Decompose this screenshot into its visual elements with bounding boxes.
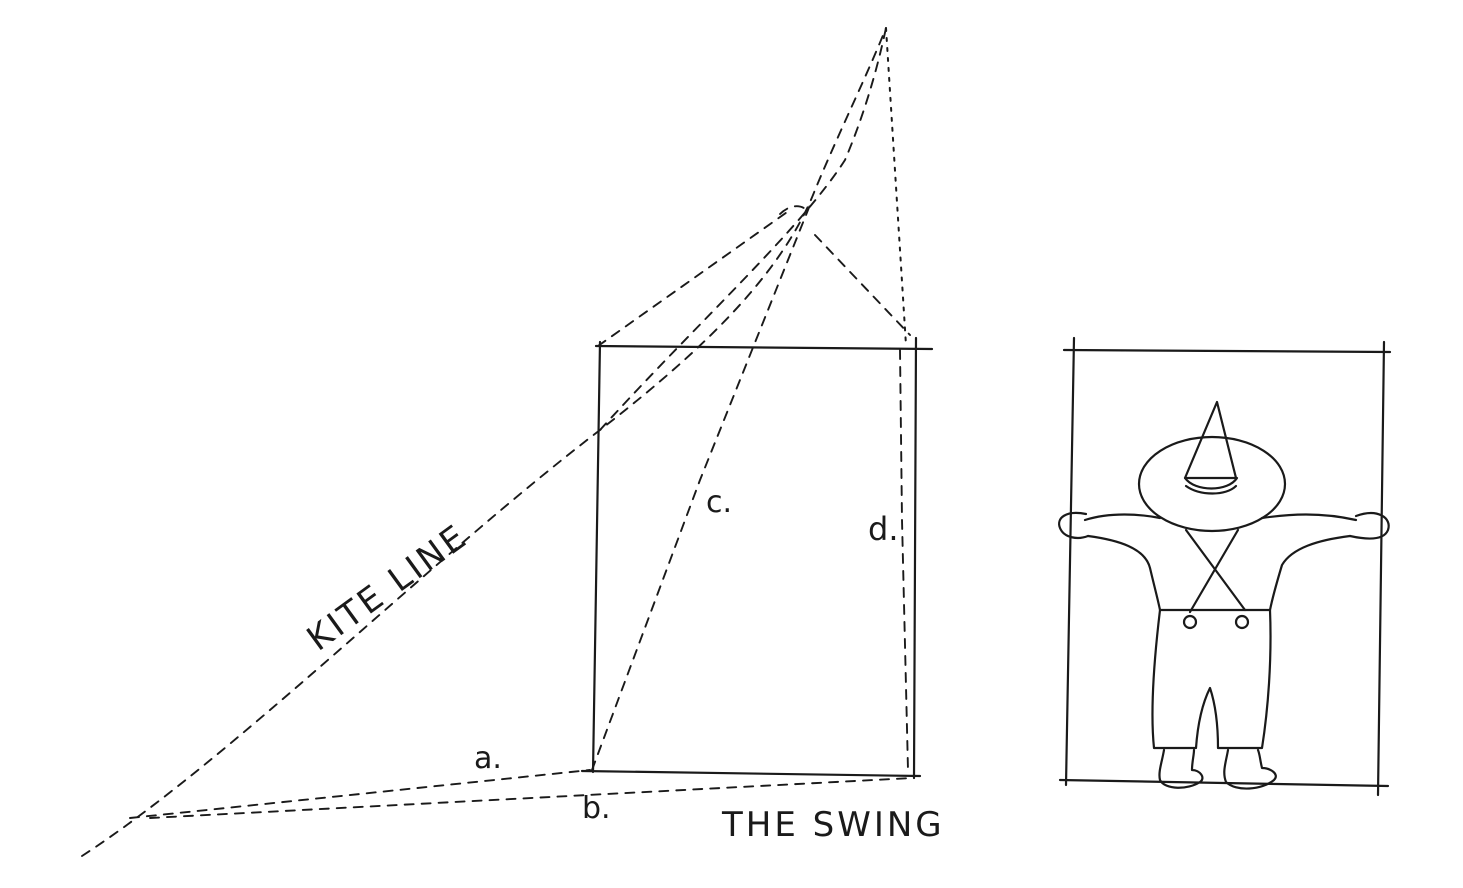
suspenders <box>1184 528 1247 614</box>
bridle-left <box>597 209 791 347</box>
frame-right <box>1376 340 1386 797</box>
line-c <box>591 199 813 771</box>
frame-bottom <box>1058 778 1390 788</box>
swing-top-bar <box>594 344 934 351</box>
label-c: c. <box>706 485 732 520</box>
right-hand <box>1348 512 1390 540</box>
swing-frame <box>580 336 934 780</box>
boy-frame <box>1058 336 1392 797</box>
left-hand <box>1058 511 1090 539</box>
frame-top <box>1062 348 1392 354</box>
label-d: d. <box>868 510 898 548</box>
left-foot <box>1158 748 1204 789</box>
hat-brim <box>1137 435 1287 533</box>
swing-right-post <box>912 336 918 780</box>
line-b <box>149 777 913 819</box>
boy-swing-figure <box>1058 336 1392 797</box>
right-foot <box>1223 748 1277 790</box>
hat-cone <box>1183 400 1238 480</box>
diagram-labels: KITE LINE THE SWING a. b. c. d. <box>300 485 945 845</box>
the-swing-label: THE SWING <box>721 805 945 845</box>
label-a: a. <box>474 741 502 776</box>
kite-line-curve-upper <box>599 27 887 431</box>
hat-band <box>1183 476 1239 495</box>
swing-left-post <box>591 340 602 774</box>
kite-line-label: KITE LINE <box>300 516 476 659</box>
bridle-right <box>814 234 911 336</box>
button-left <box>1182 614 1198 630</box>
kite-vertical-line <box>885 27 907 346</box>
line-a <box>129 769 591 819</box>
line-d <box>899 349 909 771</box>
label-b: b. <box>582 791 611 826</box>
trousers <box>1151 608 1272 750</box>
button-right <box>1234 614 1250 630</box>
bridle-loop <box>779 205 809 215</box>
boy-torso <box>1083 513 1358 612</box>
boy <box>1058 400 1390 790</box>
swing-bottom-bar <box>580 769 922 778</box>
frame-left <box>1064 336 1076 787</box>
construction-lines <box>129 199 913 819</box>
kite-line-curve <box>81 27 887 857</box>
kite-line-group <box>81 27 887 857</box>
kite-bridle <box>597 27 911 347</box>
